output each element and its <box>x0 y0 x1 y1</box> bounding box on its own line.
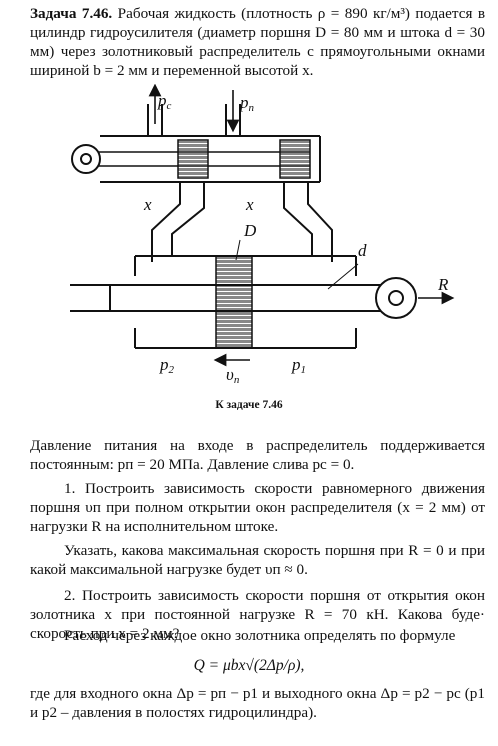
label-D: D <box>243 221 257 240</box>
spool-land-left <box>177 139 209 179</box>
spool-land-right <box>279 139 311 179</box>
label-p2: p2 <box>159 355 175 376</box>
hydraulic-booster-diagram: pc pп x x D d R p2 υп p1 <box>70 84 455 384</box>
rod-leader <box>327 263 359 290</box>
problem-title: Задача 7.46. <box>30 5 113 22</box>
channels <box>151 182 333 262</box>
label-R: R <box>437 275 449 294</box>
piston-leader <box>235 239 241 261</box>
figure-caption: К задаче 7.46 <box>215 399 283 411</box>
label-vp: υп <box>226 365 240 384</box>
paragraph-task-2: 2. Построить зависимость скорости поршня… <box>30 587 485 642</box>
flow-formula: Q = μbx√(2Δp/ρ), <box>193 657 305 674</box>
label-d: d <box>358 241 367 260</box>
paragraph-task-1: 1. Построить зависимость скорости равном… <box>30 480 485 535</box>
paragraph-task-1-question: Указать, какова максимальная скорость по… <box>30 542 485 578</box>
label-pc: pc <box>157 91 172 112</box>
label-x-left: x <box>143 195 152 214</box>
label-p1: p1 <box>291 355 306 376</box>
paragraph-formula-notes: где для входного окна Δp = pп − p1 и вых… <box>30 685 485 721</box>
paragraph-flow-formula-intro: Расход через каждое окно золотника опред… <box>64 627 456 644</box>
label-x-right: x <box>245 195 254 214</box>
rod-eye <box>375 277 417 319</box>
problem-statement: Задача 7.46. Рабочая жидкость (плотность… <box>30 4 485 80</box>
spool-eye <box>71 144 101 174</box>
piston <box>215 255 253 349</box>
problem-text: Рабочая жидкость (плотность ρ = 890 кг/м… <box>30 5 486 79</box>
paragraph-supply-pressure: Давление питания на входе в распределите… <box>30 437 485 473</box>
label-pp: pп <box>239 93 255 114</box>
